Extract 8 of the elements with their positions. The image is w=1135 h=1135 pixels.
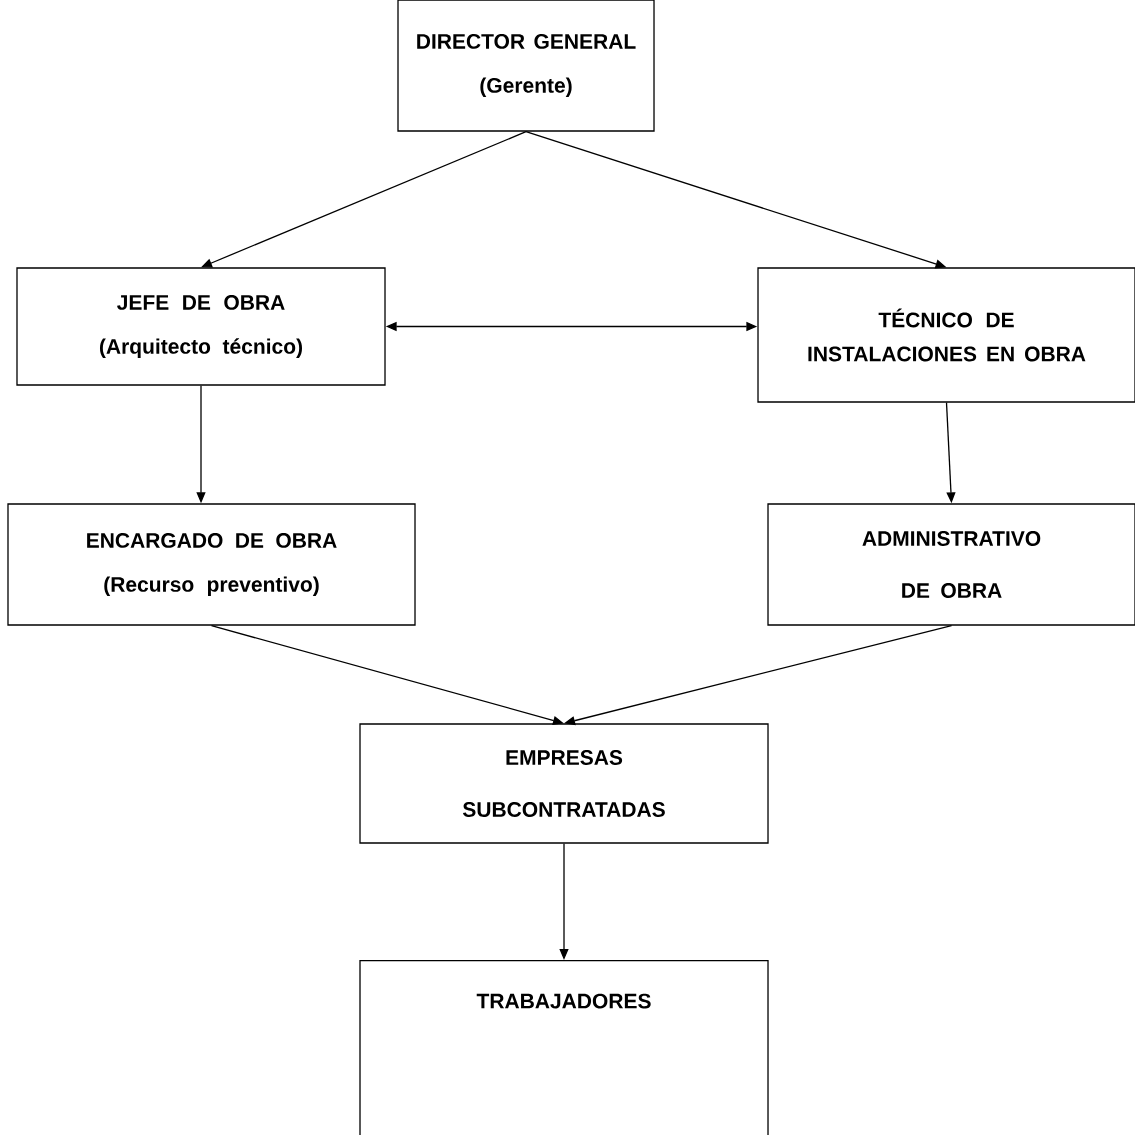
org-box: ENCARGADO DE OBRA (Recurso preventivo) bbox=[7, 503, 416, 626]
arrow bbox=[201, 131, 527, 268]
org-box: DIRECTOR GENERAL (Gerente) bbox=[397, 0, 655, 132]
org-box: TRABAJADORES bbox=[359, 960, 769, 1135]
org-box: TÉCNICO DE INSTALACIONES EN OBRA bbox=[757, 267, 1135, 403]
org-box: JEFE DE OBRA (Arquitecto técnico) bbox=[16, 267, 386, 386]
org-box: EMPRESAS SUBCONTRATADAS bbox=[359, 723, 769, 844]
org-box: ADMINISTRATIVO DE OBRA bbox=[767, 503, 1135, 626]
